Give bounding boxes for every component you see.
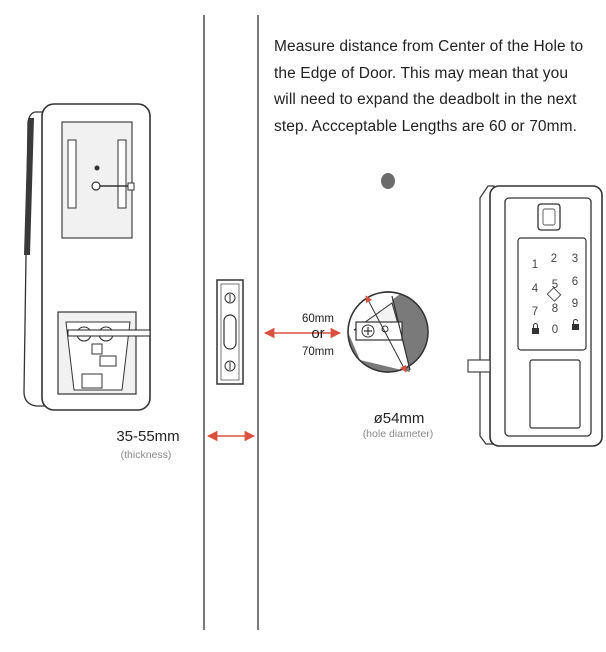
backset-70mm-label: 70mm [302,346,334,358]
key-9: 9 [572,298,578,310]
main-hole [347,291,429,373]
clear-key-icon [546,287,562,302]
thickness-caption: (thickness) [121,449,172,461]
diameter-arrow [365,295,407,373]
lower-cover-plate [529,359,581,429]
key-0: 0 [552,324,558,336]
backset-or-label: or [311,325,324,342]
thickness-value: 35-55mm [116,428,179,445]
key-4: 4 [532,283,539,295]
hole-diameter-value: ø54mm [374,410,425,427]
key-3: 3 [572,253,578,265]
key-2: 2 [551,253,557,265]
edge-bore-hole [381,173,395,189]
key-1: 1 [532,259,538,271]
latch-faceplate [216,279,244,385]
interior-lock-unit [23,103,151,411]
fingerprint-sensor [537,203,561,231]
unlock-icon [572,319,579,330]
backset-60mm-label: 60mm [302,313,334,325]
key-5: 5 [552,279,558,291]
instruction-text: Measure distance from Center of the Hole… [274,38,584,135]
key-6: 6 [572,276,578,288]
exterior-keypad-lock: 1 2 3 4 5 6 7 8 9 0 [467,185,603,447]
key-7: 7 [532,306,538,318]
hole-diameter-caption: (hole diameter) [363,428,434,440]
lock-icon [532,323,539,334]
keypad-panel [517,237,587,351]
key-8: 8 [552,303,558,315]
